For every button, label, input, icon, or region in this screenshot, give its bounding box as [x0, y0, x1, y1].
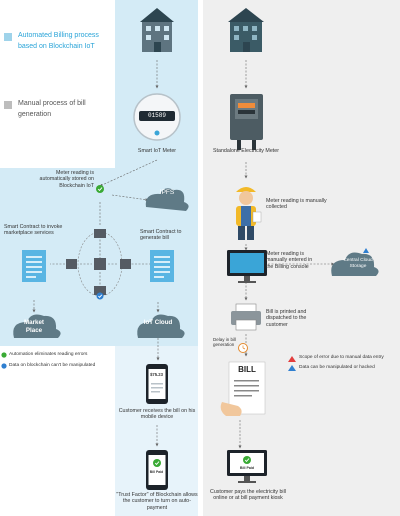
- smart-meter-label: Smart IoT Meter: [137, 148, 177, 154]
- legend-automated-swatch: [4, 33, 12, 41]
- customer-receives-label: Customer receives the bill on his mobile…: [118, 408, 196, 421]
- legend-manual: Manual process of bill generation: [4, 98, 108, 120]
- contract-doc-left-icon: [22, 250, 46, 282]
- smart-meter-icon: [133, 93, 181, 141]
- blockchain-nodes: [66, 229, 131, 295]
- central-cloud-storage-icon: [331, 248, 379, 276]
- phone-icon: [146, 364, 168, 404]
- trust-factor-label: "Trust Factor" of Blockchain allows the …: [116, 492, 198, 511]
- warning-icon-red: [288, 356, 296, 362]
- marketplace-cloud-icon: [13, 314, 61, 338]
- blockchain-check-icon: [96, 292, 104, 300]
- legend-automated-label: Automated Billing process based on Block…: [18, 32, 99, 50]
- ipfs-cloud-icon: [145, 188, 189, 211]
- smart-building-icon: [140, 8, 174, 52]
- legend-manual-swatch: [4, 101, 12, 109]
- bill-printed-label: Bill is printed and dispatched to the cu…: [266, 309, 307, 328]
- iot-cloud-label: IoT Cloud: [143, 319, 173, 326]
- printer-icon: [231, 303, 261, 331]
- central-storage-label: Central Cloud Storage: [343, 258, 373, 269]
- payment-kiosk-icon: [227, 450, 267, 483]
- contract-marketplace-label: Smart Contract to invoke marketplace ser…: [4, 224, 63, 237]
- contract-doc-right-icon: [150, 250, 174, 282]
- stored-check-icon: [96, 185, 104, 193]
- legend-manual-label: Manual process of bill generation: [18, 100, 86, 118]
- paper-bill-icon: [220, 361, 266, 416]
- delay-label: Delay in bill generation: [213, 337, 237, 348]
- standalone-meter-label: Standalone Electricity Meter: [213, 148, 279, 154]
- bill-heading: BILL: [238, 365, 256, 374]
- paid-phone-icon: [146, 450, 168, 490]
- delay-clock-icon: [238, 343, 248, 353]
- kiosk-bill-paid-label: Bill Paid: [239, 466, 255, 470]
- analog-meter-icon: [230, 94, 263, 150]
- meter-display-reading: 01589: [147, 112, 166, 119]
- left-connectors: [32, 60, 160, 447]
- standalone-building-icon: [228, 8, 264, 52]
- meter-reader-worker-icon: [236, 187, 262, 240]
- warning-manual-entry: Scope of error due to manual data entry: [299, 355, 399, 360]
- warning-manipulated-text: Data can be manipulated or hacked: [299, 365, 375, 370]
- note-blockchain: Data on blockchain can't be manipulated: [9, 363, 113, 368]
- customer-pays-label: Customer pays the electricity bill onlin…: [210, 489, 286, 502]
- legend-automated: Automated Billing process based on Block…: [4, 30, 108, 52]
- iot-cloud-icon: [137, 314, 185, 338]
- billing-console-label: Meter reading is manually entered in the…: [266, 251, 313, 270]
- note-check-icon-2: [1, 363, 7, 369]
- note-automation-text: Automation eliminates reading errors: [9, 352, 88, 357]
- note-blockchain-text: Data on blockchain can't be manipulated: [9, 363, 96, 368]
- phone-bill-paid-label: Bill Paid: [149, 470, 164, 474]
- note-automation: Automation eliminates reading errors: [9, 352, 113, 357]
- manually-collected-label: Meter reading is manually collected: [266, 198, 327, 211]
- ipfs-label: IPFS: [159, 189, 175, 196]
- note-check-icon-1: [1, 352, 7, 358]
- warning-manual-entry-text: Scope of error due to manual data entry: [299, 355, 384, 360]
- marketplace-label: Market Place: [24, 319, 44, 334]
- warning-manipulated: Data can be manipulated or hacked: [299, 365, 399, 370]
- meter-reading-stored-label: Meter reading is automatically stored on…: [39, 170, 94, 189]
- contract-bill-label: Smart Contract to generate bill: [140, 229, 182, 242]
- billing-console-monitor-icon: [227, 250, 267, 283]
- phone-amount: $75.23: [150, 372, 163, 377]
- warning-icon-blue: [288, 365, 296, 371]
